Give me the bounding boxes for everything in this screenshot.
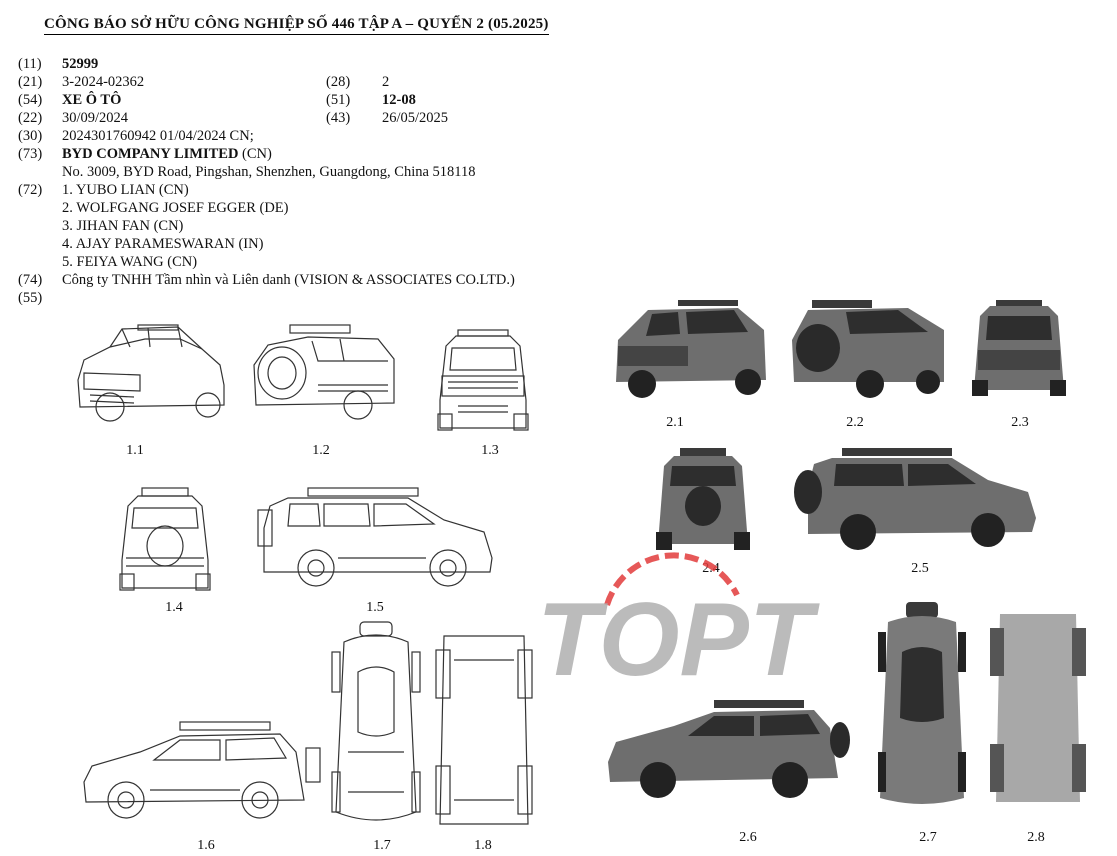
figure-2-8-render: [990, 614, 1086, 802]
figure-1-3-drawing: [437, 329, 529, 431]
figure-2-5-render: [794, 448, 1036, 550]
code-21: (21): [18, 74, 43, 90]
owner-address: No. 3009, BYD Road, Pingshan, Shenzhen, …: [62, 164, 476, 180]
figure-2-6-label: 2.6: [739, 830, 757, 845]
figure-2-2-label: 2.2: [846, 415, 864, 430]
figure-2-2-render: [792, 300, 944, 398]
figure-2-8-label: 2.8: [1027, 830, 1045, 845]
priority: 2024301760942 01/04/2024 CN;: [62, 128, 254, 144]
figure-1-4-label: 1.4: [165, 600, 183, 615]
figure-2-4-render: [656, 448, 750, 550]
inventor-5: 5. FEIYA WANG (CN): [62, 254, 198, 270]
application-number: 3-2024-02362: [62, 74, 145, 90]
code-11: (11): [18, 56, 42, 72]
inventor-2: 2. WOLFGANG JOSEF EGGER (DE): [62, 200, 289, 216]
figure-2-3-label: 2.3: [1011, 415, 1029, 430]
figure-1-2-label: 1.2: [312, 443, 330, 458]
watermark-logo: TOPT: [537, 552, 820, 698]
code-30: (30): [18, 128, 43, 144]
figure-2-7-label: 2.7: [919, 830, 937, 845]
figure-1-1-label: 1.1: [126, 443, 144, 458]
figure-2-1-label: 2.1: [666, 415, 684, 430]
publication-date: 26/05/2025: [382, 110, 449, 126]
code-51: (51): [326, 92, 351, 108]
code-74: (74): [18, 272, 43, 288]
owner: BYD COMPANY LIMITED (CN): [62, 145, 272, 163]
figure-1-5-drawing: [257, 487, 493, 587]
figure-1-1-drawing: [77, 324, 225, 422]
figure-1-2-drawing: [253, 324, 395, 420]
inventor-3: 3. JIHAN FAN (CN): [62, 218, 184, 234]
design-title: XE Ô TÔ: [62, 92, 122, 108]
figure-1-7-label: 1.7: [373, 838, 391, 853]
locarno-class: 12-08: [382, 92, 416, 108]
figure-2-1-render: [616, 300, 766, 398]
figure-1-6-drawing: [83, 721, 321, 819]
owner-country: (CN): [242, 146, 272, 162]
inventor-4: 4. AJAY PARAMESWARAN (IN): [62, 236, 264, 252]
figure-1-3-label: 1.3: [481, 443, 499, 458]
figure-2-7-render: [878, 602, 966, 804]
watermark-text: TOPT: [537, 582, 820, 698]
code-22: (22): [18, 110, 43, 126]
figure-1-5-label: 1.5: [366, 600, 384, 615]
registration-number: 52999: [62, 56, 99, 72]
code-28: (28): [326, 74, 351, 90]
code-54: (54): [18, 92, 43, 108]
code-73: (73): [18, 146, 43, 162]
inventor-1: 1. YUBO LIAN (CN): [62, 182, 189, 198]
owner-name: BYD COMPANY LIMITED: [62, 146, 239, 162]
figure-2-5-label: 2.5: [911, 561, 929, 576]
design-count: 2: [382, 74, 390, 90]
figure-1-7-drawing: [331, 621, 421, 821]
figure-2-6-render: [608, 700, 850, 798]
figure-1-4-drawing: [119, 487, 211, 591]
figure-1-8-label: 1.8: [474, 838, 492, 853]
filing-date: 30/09/2024: [62, 110, 129, 126]
figure-1-8-drawing: [435, 635, 533, 825]
agent: Công ty TNHH Tầm nhìn và Liên danh (VISI…: [62, 272, 515, 288]
code-43: (43): [326, 110, 351, 126]
gazette-header: CÔNG BÁO SỞ HỮU CÔNG NGHIỆP SỐ 446 TẬP A…: [44, 16, 549, 35]
figure-2-3-render: [972, 300, 1066, 396]
code-55: (55): [18, 290, 43, 306]
figure-1-6-label: 1.6: [197, 838, 215, 853]
code-72: (72): [18, 182, 43, 198]
